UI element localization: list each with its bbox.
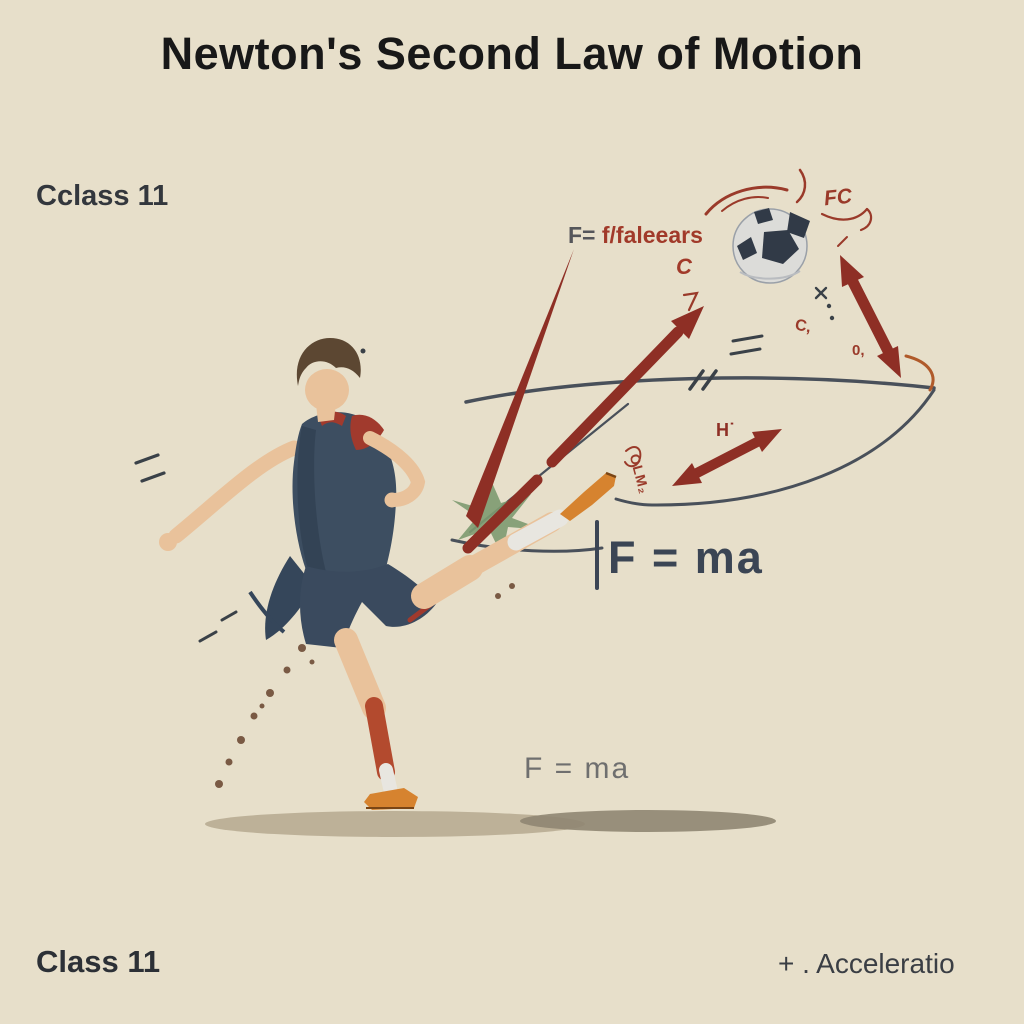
force-arrow-short (462, 474, 543, 554)
force-arrow-main (546, 306, 704, 468)
scribble-zero-label: 0, (852, 342, 865, 359)
player-right-arm (363, 431, 426, 507)
force-annotation-body: f/faleears (601, 222, 703, 248)
force-annotation-sub: C (676, 254, 692, 279)
player-shorts (300, 564, 436, 648)
double-arrow-vertical (840, 255, 901, 378)
scribble-c-label: C, (793, 316, 813, 337)
ball-tag-label: FC (822, 184, 854, 211)
player-head (305, 369, 349, 411)
force-annotation: F= f/faleears (568, 222, 703, 249)
acceleration-label: + . Acceleratio (778, 948, 955, 979)
force-annotation-prefix: F= (568, 222, 596, 248)
ground-shadows (205, 810, 776, 837)
soccer-player-kicking (159, 338, 617, 810)
scribble-marks (134, 168, 873, 788)
h-mark-label: H˙ (716, 420, 735, 440)
class-label-top: Cclass 11 (36, 180, 169, 212)
class-label-bottom: Class 11 (36, 944, 161, 979)
dust-trail-dots (215, 644, 315, 788)
page-title: Newton's Second Law of Motion (160, 28, 864, 79)
player-left-hand (159, 533, 177, 551)
player-standing-leg (334, 628, 418, 810)
player-kicking-cleat (560, 473, 616, 521)
player-shirt-flap (265, 556, 314, 640)
player-standing-cleat (364, 788, 418, 810)
player-kicking-leg (411, 471, 617, 609)
player-hair (296, 338, 361, 386)
force-vector-arrows (462, 249, 901, 554)
double-arrow-horizontal (672, 429, 782, 486)
soccer-ball (732, 208, 810, 284)
secondary-formula: F = ma (524, 752, 631, 785)
player-left-arm (168, 440, 302, 544)
main-formula: F = ma (608, 532, 764, 583)
force-spike (466, 249, 574, 528)
